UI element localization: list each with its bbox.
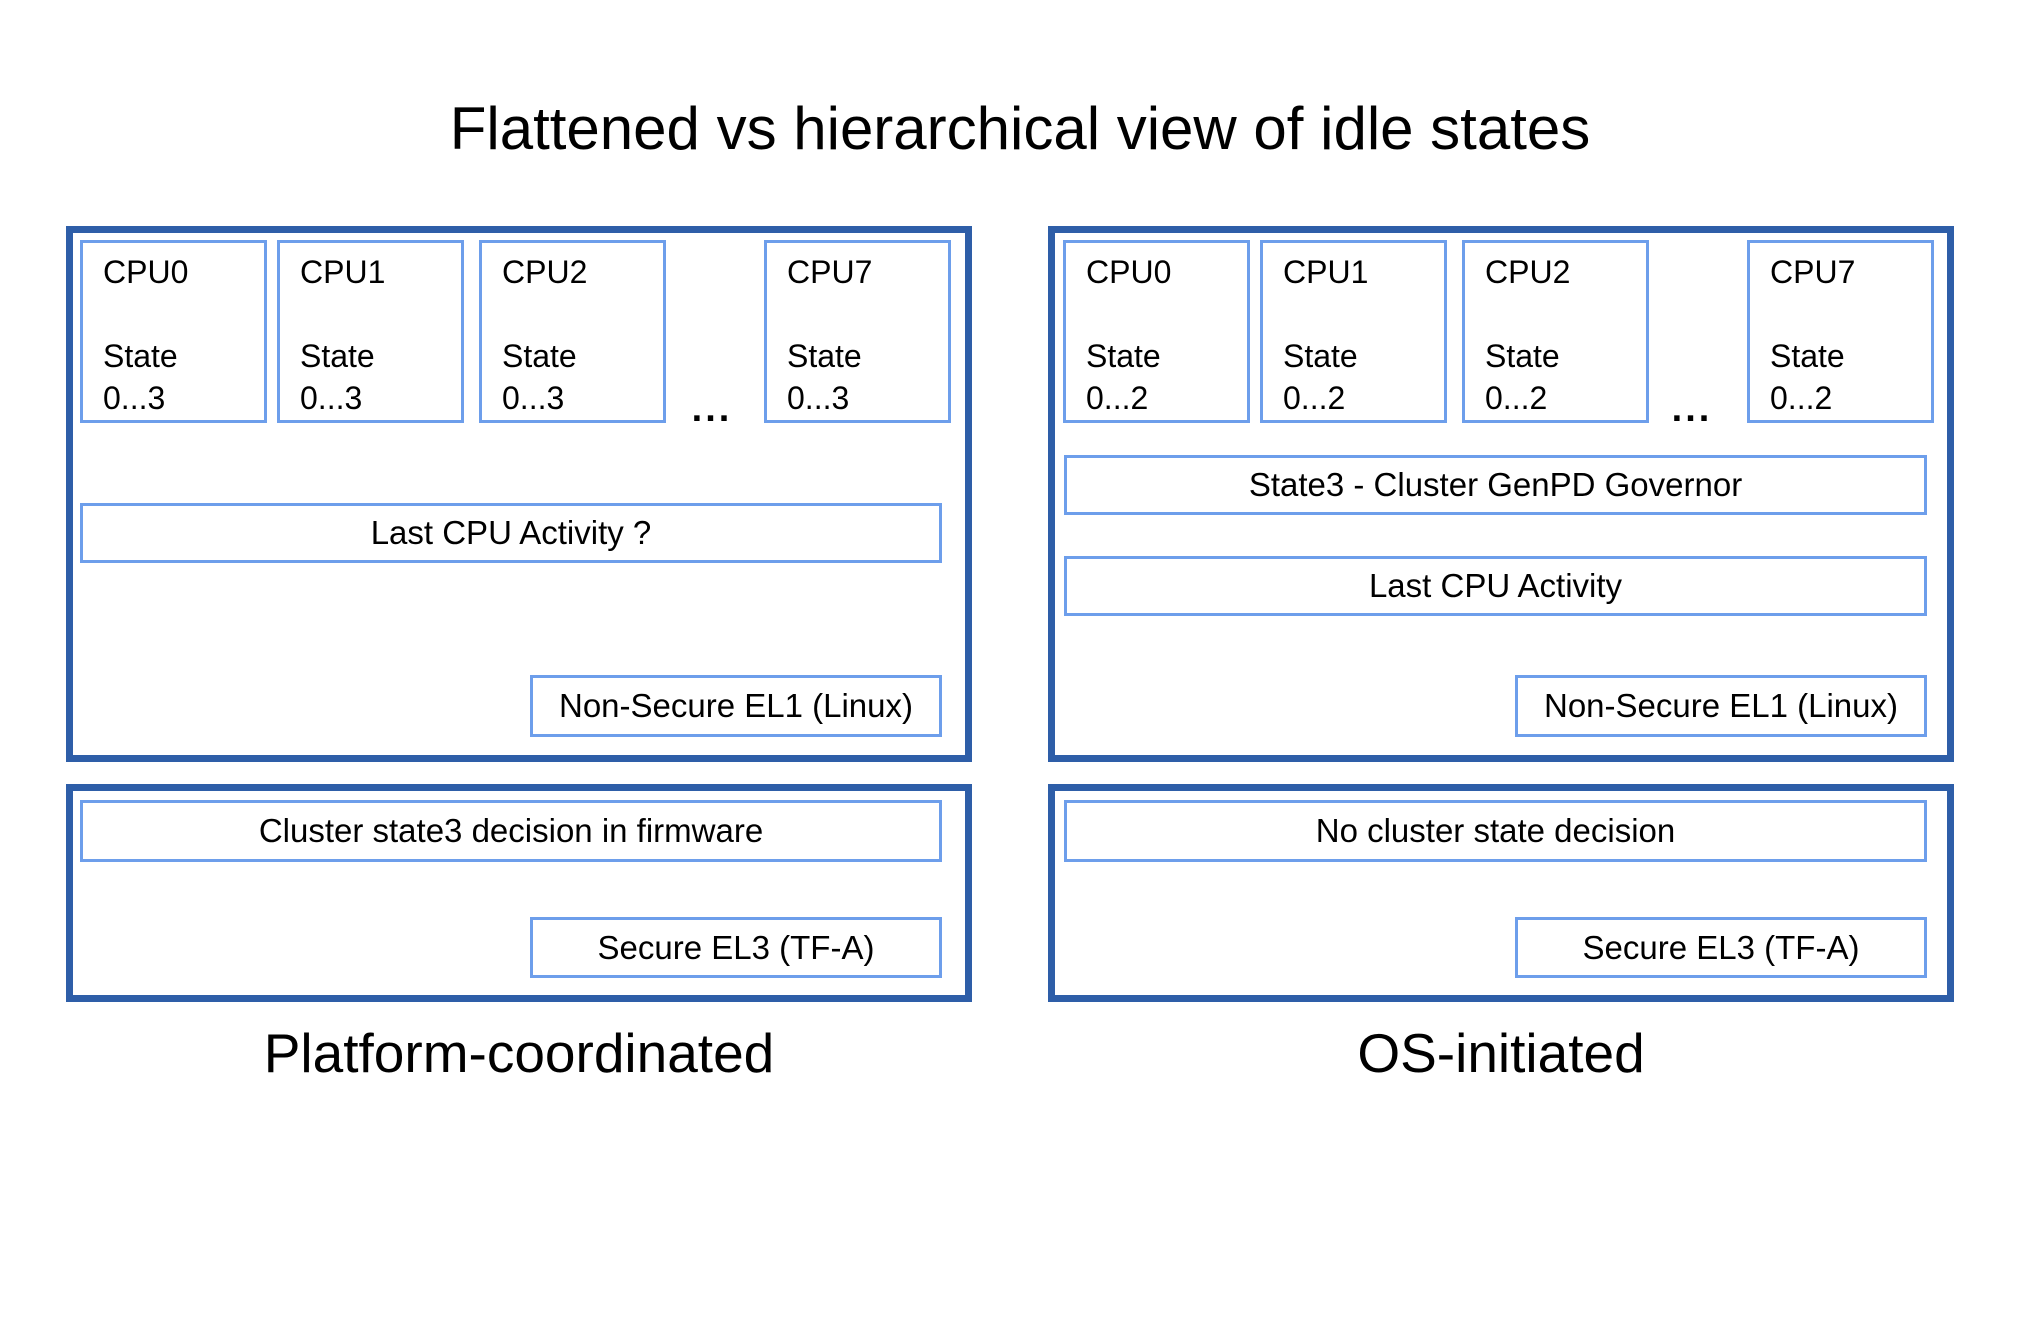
cpu-state-range: 0...3 [502,380,565,416]
os-initiated-caption: OS-initiated [1357,1022,1645,1084]
no-cluster-decision-box: No cluster state decision [1064,800,1927,862]
cpu-state-range: 0...2 [1770,380,1833,416]
cpu-box: CPU2 State 0...3 [479,240,666,423]
last-cpu-activity-box: Last CPU Activity ? [80,503,942,563]
cpu-name: CPU1 [300,254,386,290]
cpu-box: CPU0 State 0...2 [1063,240,1250,423]
cpu-state-range: 0...3 [300,380,363,416]
cpu-box: CPU7 State 0...3 [764,240,951,423]
spacer [787,293,948,335]
cpu-name: CPU7 [1770,254,1856,290]
cpu-box: CPU0 State 0...3 [80,240,267,423]
slide-title: Flattened vs hierarchical view of idle s… [449,95,1591,162]
cpu-box: CPU7 State 0...2 [1747,240,1934,423]
cpu-state-label: State [1770,338,1845,374]
last-cpu-activity-box: Last CPU Activity [1064,556,1927,616]
secure-el3-box: Secure EL3 (TF-A) [1515,917,1927,978]
cpu-name: CPU7 [787,254,873,290]
cpu-state-label: State [1086,338,1161,374]
cpu-name: CPU0 [1086,254,1172,290]
spacer [502,293,663,335]
cpu-ellipsis: ... [691,388,733,430]
platform-coordinated-caption: Platform-coordinated [263,1022,775,1084]
cpu-box: CPU1 State 0...2 [1260,240,1447,423]
cpu-state-label: State [1283,338,1358,374]
cpu-state-range: 0...2 [1086,380,1149,416]
cpu-state-range: 0...2 [1283,380,1346,416]
non-secure-el1-box: Non-Secure EL1 (Linux) [530,675,942,737]
cpu-state-range: 0...3 [787,380,850,416]
cpu-name: CPU2 [1485,254,1571,290]
spacer [300,293,461,335]
cluster-genpd-governor-box: State3 - Cluster GenPD Governor [1064,455,1927,515]
cpu-box: CPU1 State 0...3 [277,240,464,423]
spacer [1485,293,1646,335]
cpu-state-label: State [1485,338,1560,374]
cpu-state-label: State [103,338,178,374]
cpu-state-range: 0...2 [1485,380,1548,416]
cpu-box: CPU2 State 0...2 [1462,240,1649,423]
cpu-name: CPU2 [502,254,588,290]
spacer [1086,293,1247,335]
spacer [1770,293,1931,335]
cpu-state-label: State [502,338,577,374]
cpu-name: CPU1 [1283,254,1369,290]
cpu-state-range: 0...3 [103,380,166,416]
spacer [1283,293,1444,335]
spacer [103,293,264,335]
cpu-ellipsis: ... [1671,388,1713,430]
non-secure-el1-box: Non-Secure EL1 (Linux) [1515,675,1927,737]
cpu-name: CPU0 [103,254,189,290]
secure-el3-box: Secure EL3 (TF-A) [530,917,942,978]
cpu-state-label: State [300,338,375,374]
cluster-decision-box: Cluster state3 decision in firmware [80,800,942,862]
cpu-state-label: State [787,338,862,374]
